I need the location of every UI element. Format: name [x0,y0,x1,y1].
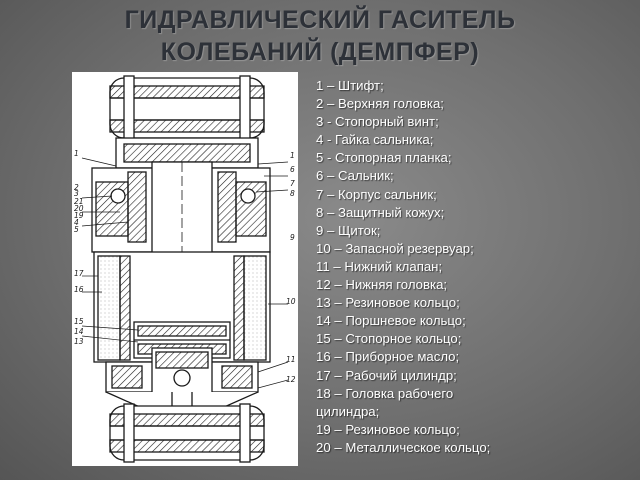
callout-14: 14 [74,327,84,336]
callout-1-left: 1 [74,149,79,158]
damper-drawing: 1 2 3 21 20 19 4 5 17 16 15 14 13 1 6 7 … [74,75,296,463]
callout-17: 17 [74,269,84,278]
legend-item: 10 – Запасной резервуар; [316,240,474,256]
callout-7: 7 [290,179,295,188]
legend-item: 19 – Резиновое кольцо; [316,421,460,437]
legend-item: 12 – Нижняя головка; [316,277,448,293]
legend-item: 20 – Металлическое кольцо; [316,439,491,455]
legend-item: 1 – Штифт; [316,78,384,93]
legend-item: 4 - Гайка сальника; [316,132,434,148]
legend-item: 5 - Стопорная планка; [316,150,452,166]
legend-item: 18 – Головка рабочего цилиндра; [316,385,454,419]
callout-8: 8 [290,189,295,198]
damper-diagram: 1 2 3 21 20 19 4 5 17 16 15 14 13 1 6 7 … [72,72,298,466]
legend-item: 2 – Верхняя головка; [316,96,444,112]
callout-19: 19 [74,211,84,220]
legend-item: 17 – Рабочий цилиндр; [316,367,457,383]
title-line-2: КОЛЕБАНИЙ (ДЕМПФЕР) [160,38,480,66]
callout-2-left: 2 [74,183,79,192]
legend-item: 8 – Защитный кожух; [316,204,445,220]
callout-9: 9 [290,233,295,242]
callout-11: 11 [286,355,296,364]
callout-12: 12 [286,375,296,384]
legend-item: 6 – Сальник; [316,168,394,184]
title-line-1: ГИДРАВЛИЧЕСКИЙ ГАСИТЕЛЬ [124,6,516,34]
legend-item: 14 – Поршневое кольцо; [316,313,466,329]
callout-6: 6 [290,165,295,174]
slide-title: ГИДРАВЛИЧЕСКИЙ ГАСИТЕЛЬ КОЛЕБАНИЙ (ДЕМПФ… [0,4,640,68]
callout-20: 20 [74,204,84,213]
legend-item: 13 – Резиновое кольцо; [316,295,460,311]
callout-3-left: 3 [74,189,79,198]
callout-13: 13 [74,337,84,346]
callout-1-right: 1 [290,151,295,160]
callout-21: 21 [74,197,84,206]
callout-5: 5 [74,225,79,234]
legend-item: 3 - Стопорный винт; [316,114,439,130]
legend-item: 9 – Щиток; [316,222,381,238]
legend-item: 7 – Корпус сальник; [316,186,437,202]
callout-4: 4 [74,218,79,227]
callout-10: 10 [286,297,296,306]
legend-item: 11 – Нижний клапан; [316,258,443,274]
parts-legend: 1 – Штифт; 2 – Верхняя головка; 3 - Стоп… [316,77,632,457]
callout-16: 16 [74,285,84,294]
callout-15: 15 [74,317,84,326]
legend-item: 16 – Приборное масло; [316,349,460,365]
legend-item: 15 – Стопорное кольцо; [316,331,462,347]
